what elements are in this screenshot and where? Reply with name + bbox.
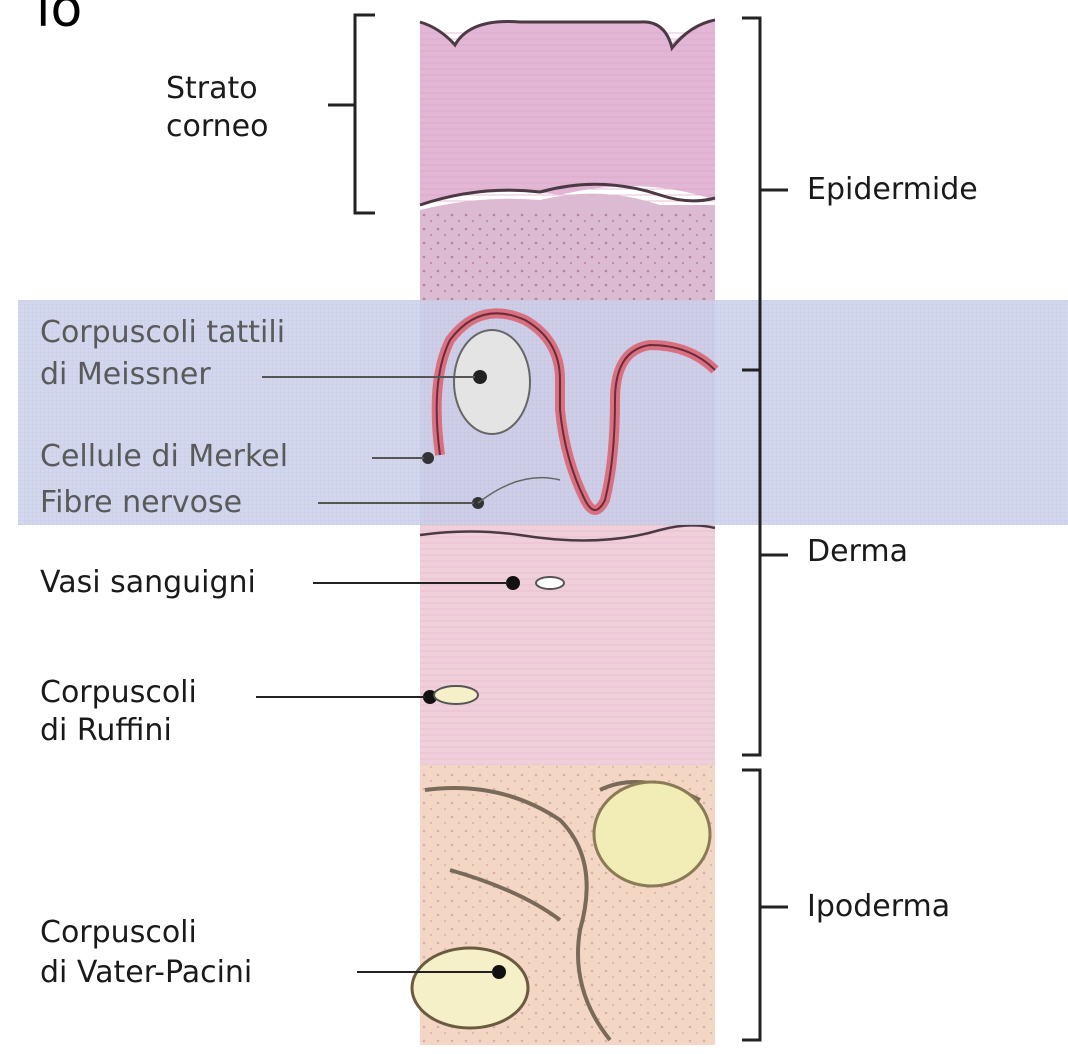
strato-corneo-bracket [328, 15, 375, 213]
strato-corneo-label-2: corneo [166, 109, 268, 144]
ruffini-corpuscle-shape [434, 686, 478, 704]
fibre-label: Fibre nervose [40, 485, 242, 520]
strato-corneo-label: Strato [166, 71, 258, 106]
meissner-marker [473, 370, 487, 384]
merkel-label: Cellule di Merkel [40, 439, 288, 474]
skin-column [412, 20, 715, 1045]
ruffini-label-2: di Ruffini [40, 713, 172, 748]
ipoderma-label: Ipoderma [807, 889, 950, 924]
epidermide-label: Epidermide [807, 172, 978, 207]
vasi-marker [506, 576, 520, 590]
derma-label: Derma [807, 534, 908, 569]
pacini-marker [492, 965, 506, 979]
ipoderma-bracket [742, 770, 760, 1040]
blood-vessel-shape [536, 577, 564, 589]
meissner-corpuscle-shape [454, 330, 530, 434]
corner-fragment-text: lo [36, 0, 82, 39]
pacini-label-2: di Vater-Pacini [40, 955, 252, 990]
vasi-label: Vasi sanguigni [40, 565, 256, 600]
strato-corneo-hatch [420, 30, 715, 205]
dermis-texture [420, 525, 715, 765]
pacini-label: Corpuscoli [40, 915, 197, 950]
meissner-label: Corpuscoli tattili [40, 315, 285, 350]
pacini-corpuscle-shape [412, 948, 528, 1028]
ruffini-label: Corpuscoli [40, 675, 197, 710]
granular-dots [420, 210, 715, 300]
fat-lobule [594, 782, 710, 886]
meissner-label-2: di Meissner [40, 357, 211, 392]
